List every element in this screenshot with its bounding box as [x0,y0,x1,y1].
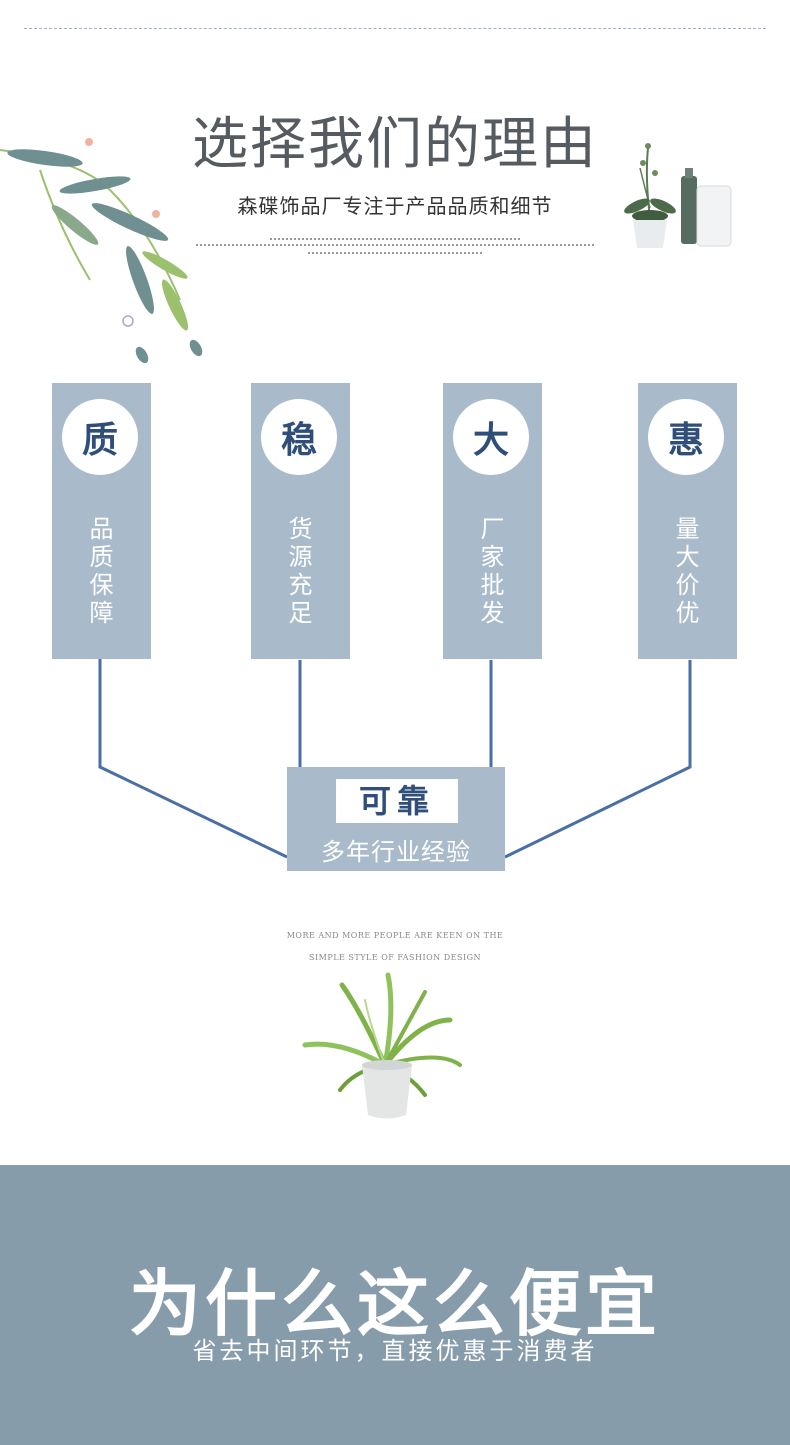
banner-subtitle: 省去中间环节，直接优惠于消费者 [192,1337,598,1365]
feature-char-badge: 质 [62,399,138,475]
feature-vertical-text: 厂家批发 [480,515,505,627]
reliable-subtext: 多年行业经验 [321,838,471,866]
leaf-branch-decoration [0,138,203,364]
feature-card-quality: 质 品质保障 [52,383,151,659]
spider-plant-image [302,972,462,1119]
feature-vertical-text: 量大价优 [675,515,700,627]
page-title: 选择我们的理由 [192,112,598,177]
fine-print-line [270,238,520,240]
english-slogan-line-2: SIMPLE STYLE OF FASHION DESIGN [309,953,481,962]
connector-lines [98,659,692,859]
feature-card-wholesale: 大 厂家批发 [443,383,542,659]
feature-vertical-text: 品质保障 [89,515,114,627]
bottom-banner: 为什么这么便宜 省去中间环节，直接优惠于消费者 [0,1165,790,1445]
top-dashed-divider [24,28,766,29]
feature-char-badge: 大 [453,399,529,475]
feature-card-stable: 稳 货源充足 [251,383,350,659]
feature-char-badge: 惠 [648,399,724,475]
fine-print-line [196,244,596,246]
reliable-label: 可靠 [336,779,458,823]
potted-plants-image [624,143,732,248]
page-subtitle: 森碟饰品厂专注于产品品质和细节 [237,194,553,218]
reliable-box: 可靠 多年行业经验 [287,767,505,871]
feature-card-discount: 惠 量大价优 [638,383,737,659]
feature-vertical-text: 货源充足 [288,515,313,627]
banner-title: 为什么这么便宜 [128,1262,661,1346]
fine-print-line [308,252,483,254]
feature-char-badge: 稳 [261,399,337,475]
english-slogan-line-1: MORE AND MORE PEOPLE ARE KEEN ON THE [286,931,504,940]
